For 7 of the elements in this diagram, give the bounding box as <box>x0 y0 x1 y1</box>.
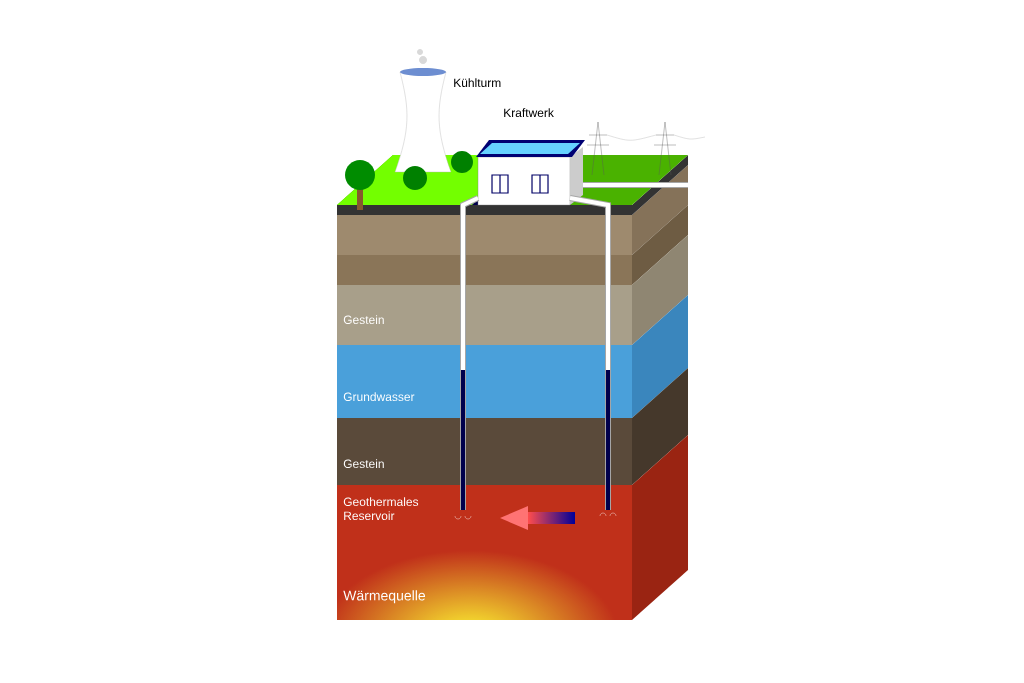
layer-label: Gestein <box>343 315 384 324</box>
building-label: Kühlturm <box>454 78 501 87</box>
layer-label: Grundwasser <box>343 392 415 401</box>
building-label: Kraftwerk <box>504 108 554 117</box>
layer-label: Geothermales Reservoir <box>343 497 419 520</box>
layer-label: Gestein <box>343 459 384 468</box>
layer-label: Wärmequelle <box>343 590 426 604</box>
